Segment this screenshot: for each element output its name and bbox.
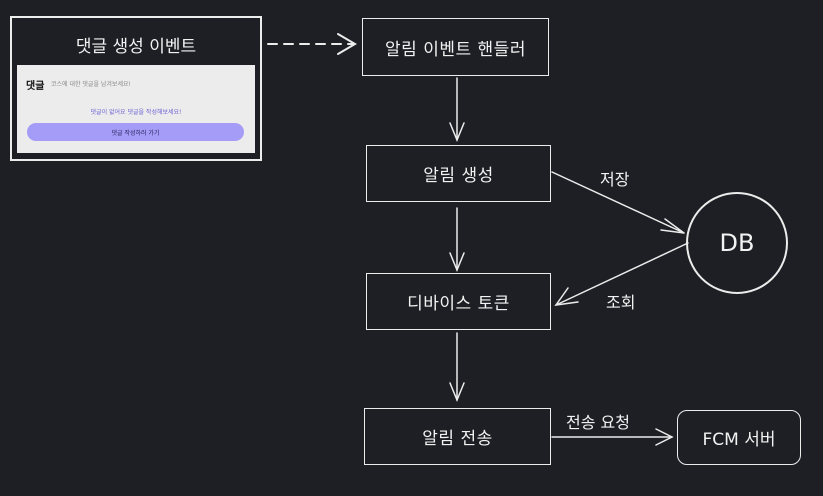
preview-comment-header: 댓글 [26,81,45,92]
edge-label-store: 저장 [600,170,630,189]
preview-empty-message: 댓글이 없어요 댓글을 작성해보세요! [90,109,182,116]
arrow-token-to-send [449,332,465,402]
arrow-handler-to-create [449,77,465,142]
node-db: DB [686,192,788,294]
arrow-create-to-db [551,171,685,234]
arrow-db-to-token [554,242,689,306]
edge-label-lookup: 조회 [606,293,636,312]
comment-created-event-panel: 댓글 생성 이벤트 댓글 코스에 대한 댓글을 남겨보세요! 댓글이 없어요 댓… [10,16,262,161]
node-device-token: 디바이스 토큰 [366,273,551,330]
event-panel-title: 댓글 생성 이벤트 [75,37,197,57]
edge-label-send-request: 전송 요청 [566,413,630,432]
comment-ui-preview: 댓글 코스에 대한 댓글을 남겨보세요! 댓글이 없어요 댓글을 작성해보세요!… [17,65,255,153]
arrow-create-to-token [449,207,465,272]
arrow-send-to-fcm [551,428,674,446]
node-notification-event-handler: 알림 이벤트 핸들러 [362,18,549,76]
node-send-notification: 알림 전송 [364,408,551,465]
node-create-notification: 알림 생성 [366,145,551,202]
arrow-event-to-handler [267,33,357,55]
preview-write-comment-button[interactable]: 댓글 작성하러 가기 [27,123,244,141]
node-fcm-server: FCM 서버 [677,410,801,465]
preview-comment-input[interactable]: 코스에 대한 댓글을 남겨보세요! [51,81,131,88]
